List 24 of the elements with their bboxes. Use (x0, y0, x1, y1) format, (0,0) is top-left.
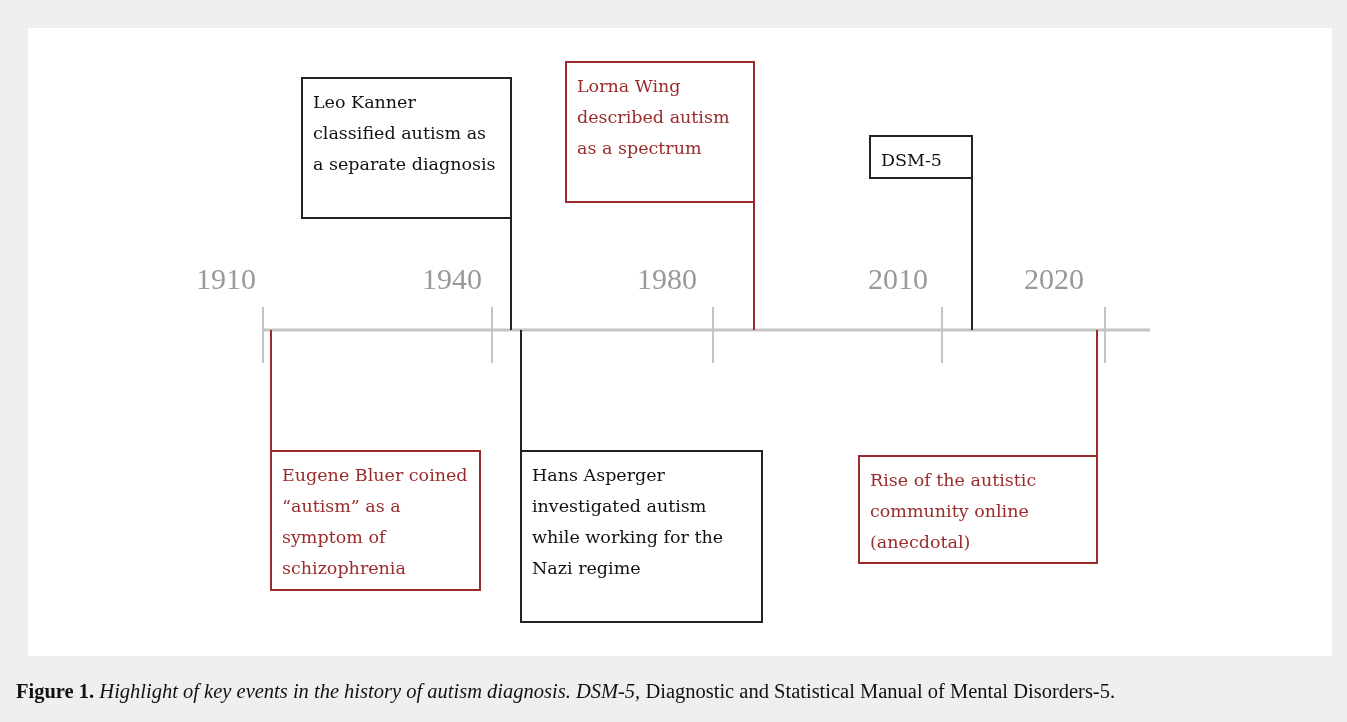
leader-line (520, 329, 522, 451)
event-box (858, 455, 1098, 564)
year-label: 2010 (868, 262, 928, 296)
event-box (565, 61, 755, 203)
year-label: 1910 (196, 262, 256, 296)
year-label: 1940 (422, 262, 482, 296)
leader-line (270, 329, 272, 451)
leader-line (510, 218, 512, 331)
leader-line (1096, 329, 1098, 456)
leader-line (971, 178, 973, 331)
event-text: Hans Asperger investigated autism while working for the Nazi regime (532, 464, 725, 580)
event-text: Eugene Bluer coined “autism” as a symptom of schizophrenia (282, 464, 469, 580)
year-label: 1980 (637, 262, 697, 296)
event-box (520, 450, 763, 623)
event-box (869, 135, 973, 179)
year-label: 2020 (1024, 262, 1084, 296)
leader-line (753, 202, 755, 331)
event-text: DSM-5 (881, 149, 943, 172)
figure-caption: Figure 1. Highlight of key events in the history of autism diagnosis. DSM-5, Diagnostic and Statistical Manual of Mental Disorders-5. (16, 680, 1116, 703)
event-text: Lorna Wing described autism as a spectrum (577, 75, 731, 160)
event-box (270, 450, 481, 591)
event-text: Rise of the autistic community online (anecdotal) (870, 469, 1038, 554)
event-box (301, 77, 512, 219)
event-text: Leo Kanner classified autism as a separate diagnosis (313, 91, 497, 176)
